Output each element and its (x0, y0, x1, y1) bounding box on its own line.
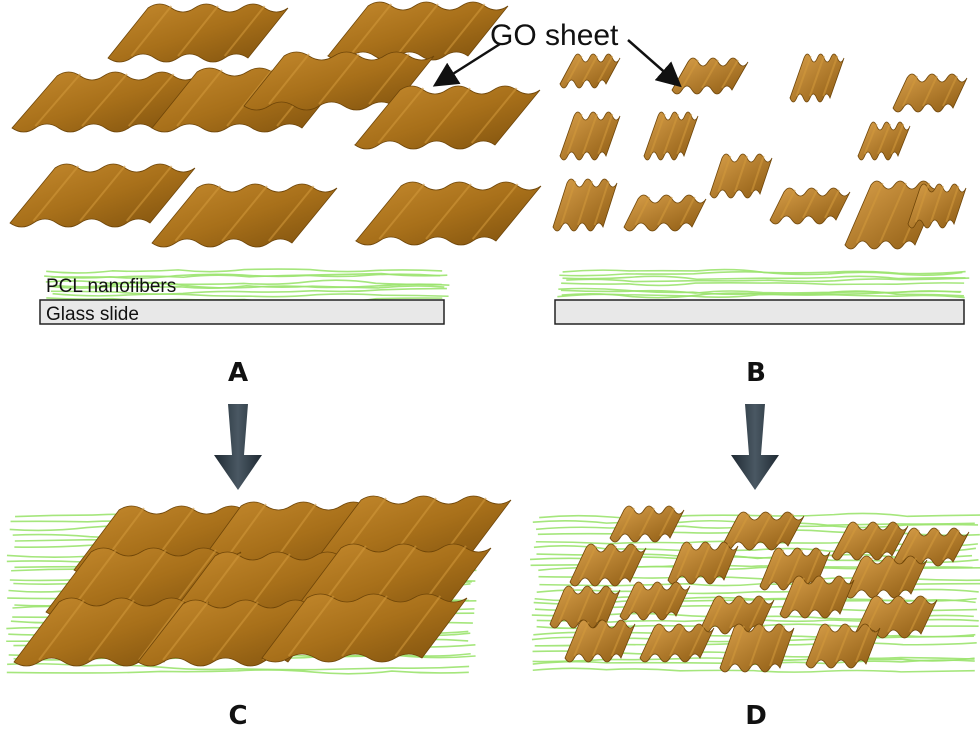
go-sheet-small (609, 505, 685, 543)
go-sheet-large (355, 181, 542, 246)
nanofiber (45, 279, 442, 286)
go-layer-continuous (13, 495, 512, 667)
substrate-a: PCL nanofibers Glass slide (39, 268, 450, 325)
nanofiber (559, 271, 963, 277)
go-sheet-small (623, 194, 707, 232)
glass-slide-b (554, 299, 965, 325)
go-sheet-label: GO sheet (490, 19, 619, 52)
go-sheet-small (552, 178, 618, 232)
go-sheet-small (805, 623, 881, 669)
go-sheet-small (559, 111, 621, 161)
go-sheet-small (643, 111, 699, 161)
go-sheet-small (699, 595, 775, 635)
go-sheet-small (619, 581, 691, 621)
go-sheet-large (151, 183, 338, 248)
nanofiber (46, 268, 443, 274)
nanofiber (6, 669, 469, 675)
go-sheet-small (759, 547, 831, 591)
nanofiber (566, 277, 970, 283)
go-sheet-large (327, 1, 509, 61)
go-sheet-small (789, 53, 845, 103)
nanofiber (532, 667, 975, 673)
nanofiber (53, 282, 450, 289)
pcl-nanofibers-b (557, 268, 970, 299)
go-sheet-large (243, 51, 435, 111)
nanofiber (562, 275, 966, 281)
go-sheet-small (709, 153, 773, 199)
glass-slide-label: Glass slide (46, 304, 139, 325)
nanofiber (560, 289, 964, 297)
go-layer-discontinuous (549, 505, 970, 673)
down-arrow-icon (214, 404, 262, 490)
go-sheet-small (844, 555, 928, 599)
go-sheet-small (769, 187, 851, 225)
go-sheet-small (549, 585, 621, 629)
go-sheet-small (564, 619, 636, 663)
glass-slide-a (39, 299, 445, 325)
nanofiber (51, 272, 448, 279)
go-sheet-small (892, 73, 968, 113)
go-sheet-large (295, 543, 492, 613)
go-sheet-small (857, 121, 911, 161)
go-sheet-large (8, 163, 196, 228)
panel-label-b: B (746, 358, 766, 388)
pointer-arrow-icon (627, 39, 682, 88)
substrate-b (554, 268, 970, 325)
panel-label-c: C (228, 701, 247, 731)
pointer-arrow-icon (432, 42, 501, 87)
go-sheet-small (671, 57, 749, 95)
go-sheet-large (261, 593, 468, 663)
go-sheets-large (8, 1, 542, 248)
go-sheet-small (721, 511, 805, 551)
go-sheet-small (719, 623, 795, 673)
nanofiber (48, 284, 445, 289)
pcl-nanofibers-a (44, 268, 450, 303)
panel-label-a: A (228, 358, 248, 388)
nanofiber (557, 290, 961, 298)
nanofiber (561, 282, 965, 287)
go-sheet-large (107, 3, 289, 63)
pcl-nanofibers-label: PCL nanofibers (46, 276, 176, 297)
go-sheet-small (559, 53, 621, 89)
down-arrow-icon (731, 404, 779, 490)
panel-label-d: D (745, 701, 767, 731)
go-sheet-small (569, 543, 647, 587)
nanofiber (7, 662, 470, 671)
go-sheets-small (552, 53, 968, 250)
go-sheet-small (779, 575, 855, 619)
go-sheet-small (831, 521, 909, 561)
go-sheet-small (667, 541, 739, 585)
go-sheet-small (639, 623, 715, 663)
nanofiber (52, 292, 449, 298)
go-sheet-large (11, 71, 198, 133)
go-sheet-large (354, 85, 541, 150)
nanofiber (50, 287, 447, 295)
go-sheet-small (907, 183, 967, 229)
